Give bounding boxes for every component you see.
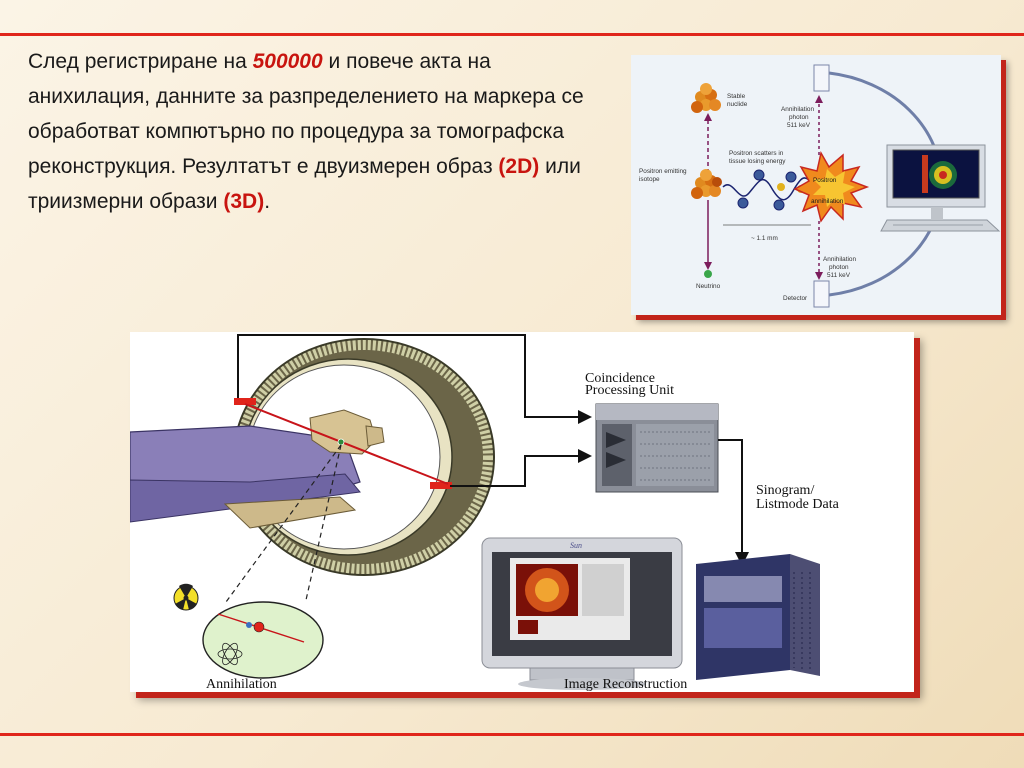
scatter-label-2: tissue losing energy (729, 158, 786, 165)
annihilation-core (813, 169, 855, 207)
cpu-label-1: Coincidence (585, 371, 655, 386)
line-of-response (244, 403, 449, 485)
highlight-2d: (2D) (498, 155, 540, 178)
decay-arrow-head (704, 113, 712, 121)
highlight-3d: (3D) (223, 190, 265, 213)
connector-top-arrow (578, 410, 592, 424)
sinogram-label-2: Listmode Data (756, 497, 840, 512)
positron-path (722, 177, 814, 201)
atom-icon (217, 642, 243, 666)
positron-annihilation-figure: Stable nuclide Positron emitting isotope… (631, 55, 1001, 315)
annihilation-label: annihilation (811, 198, 844, 205)
photon-top-label-3: 511 keV (787, 122, 811, 129)
inset-positron (253, 621, 265, 633)
text-part-4: . (264, 190, 271, 213)
photon-top-label-1: Annihilation (781, 106, 814, 113)
photon-bottom-label-1: Annihilation (823, 256, 856, 263)
cpu-label-2: Processing Unit (585, 383, 674, 398)
inset-line-left (225, 444, 342, 603)
positron-label: Positron (813, 177, 837, 184)
top-divider (0, 33, 1024, 36)
workstation-tower-icon (696, 554, 820, 680)
text-part-1: След регистриране на (28, 50, 253, 73)
pet-scanner-figure: Coincidence Processing Unit Sinogram/ Li… (130, 332, 914, 692)
photon-top-label-2: photon (789, 114, 809, 121)
isotope-icon (691, 169, 722, 199)
connector-data (718, 439, 743, 554)
highlight-count: 500000 (252, 50, 323, 73)
stable-nuclide-icon (691, 83, 721, 113)
scatter-label-1: Positron scatters in (729, 150, 784, 157)
coincidence-unit-icon (595, 403, 719, 493)
neutrino-arrow-head (704, 262, 712, 270)
stable-label-2: nuclide (727, 101, 748, 108)
distance-label: ~ 1.1 mm (751, 235, 778, 242)
connector-data-arrow (735, 552, 749, 566)
photon-bottom-label-3: 511 keV (827, 272, 851, 279)
scatter-electrons (737, 169, 805, 211)
emitting-label-1: Positron emitting (639, 168, 687, 175)
detector-label: Detector (783, 295, 808, 302)
monitor-icon (481, 537, 683, 690)
stable-label-1: Stable (727, 93, 746, 100)
annihilation-inset (202, 601, 324, 679)
detector-block-top (813, 64, 830, 92)
neutrino-dot (704, 270, 712, 278)
text-part-2: и повече акта на анихилация, данните за … (28, 50, 584, 178)
connector-bottom-arrow (578, 449, 592, 463)
sun-logo-text: Sun (570, 541, 582, 550)
photon-arrow-top (815, 95, 823, 103)
annihilation-caption: Annihilation (206, 677, 277, 692)
neutrino-label: Neutrino (696, 283, 721, 290)
reconstruction-caption: Image Reconstruction (564, 677, 687, 692)
inset-electron (246, 622, 252, 628)
computer-icon (880, 144, 1001, 232)
connector-top (237, 334, 580, 418)
sinogram-label-1: Sinogram/ (756, 483, 814, 498)
detector-block-bottom (813, 280, 830, 308)
emitting-label-2: isotope (639, 176, 660, 183)
connector-bottom (450, 455, 580, 487)
patient-body (130, 409, 385, 529)
radiation-icon (173, 583, 199, 611)
bottom-divider (0, 733, 1024, 736)
text-part-3: или триизмерни образи (28, 155, 581, 213)
body-paragraph: След регистриране на 500000 и повече акт… (28, 44, 608, 219)
annihilation-point (337, 438, 345, 446)
photon-bottom-label-2: photon (829, 264, 849, 271)
photon-arrow-bottom (815, 272, 823, 280)
